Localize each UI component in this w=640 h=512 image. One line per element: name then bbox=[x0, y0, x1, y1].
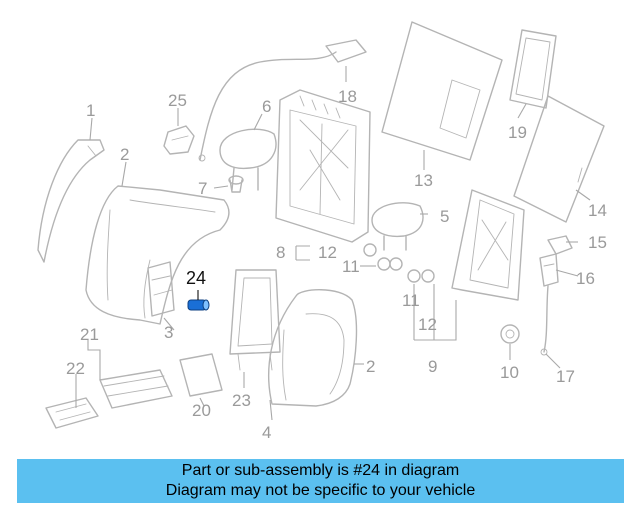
callout-2-right: 2 bbox=[366, 357, 375, 376]
leader-lines bbox=[75, 66, 591, 421]
part-3-bracket bbox=[147, 261, 175, 317]
part-1-side-trim bbox=[37, 139, 105, 263]
callout-4: 4 bbox=[262, 423, 271, 442]
callout-8: 8 bbox=[276, 243, 285, 262]
callout-numbers: 1 2 3 4 5 6 7 8 9 10 11 12 13 14 15 16 1… bbox=[66, 87, 607, 442]
part-10-grommet bbox=[500, 324, 520, 344]
callout-21: 21 bbox=[80, 325, 99, 344]
part-14-panel bbox=[513, 95, 605, 223]
callout-9: 9 bbox=[428, 357, 437, 376]
part-16-latch bbox=[539, 253, 559, 287]
callout-1: 1 bbox=[86, 101, 95, 120]
part-11-12-fasteners bbox=[363, 243, 435, 283]
callout-10: 10 bbox=[500, 363, 519, 382]
callout-20: 20 bbox=[192, 401, 211, 420]
part-5-headrest bbox=[371, 202, 424, 251]
part-6-headrest bbox=[219, 128, 277, 191]
callout-12-left: 12 bbox=[318, 243, 337, 262]
part-2-right-cushion bbox=[268, 289, 358, 407]
part-21-box bbox=[99, 369, 173, 409]
parts-diagram: 1 2 3 4 5 6 7 8 9 10 11 12 13 14 15 16 1… bbox=[37, 21, 607, 442]
seat-frame bbox=[275, 89, 371, 243]
part-25-clip bbox=[163, 125, 195, 155]
part-15-clip bbox=[547, 235, 573, 255]
banner-line-1: Part or sub-assembly is #24 in diagram bbox=[181, 462, 460, 479]
callout-3: 3 bbox=[164, 323, 173, 342]
callout-16: 16 bbox=[576, 269, 595, 288]
callout-13: 13 bbox=[414, 171, 433, 190]
callout-17: 17 bbox=[556, 367, 575, 386]
part-2-left-cushion bbox=[85, 185, 230, 325]
part-20-strip bbox=[179, 353, 223, 397]
callout-6: 6 bbox=[262, 97, 271, 116]
part-24-highlighted bbox=[187, 290, 210, 311]
callout-24-highlight: 24 bbox=[186, 268, 206, 288]
part-17-cable bbox=[540, 285, 549, 356]
callout-25: 25 bbox=[168, 91, 187, 110]
callout-11-left: 11 bbox=[342, 257, 360, 276]
callout-5: 5 bbox=[440, 207, 449, 226]
callout-12-right: 12 bbox=[418, 315, 437, 334]
callout-22: 22 bbox=[66, 359, 85, 378]
callout-11-right: 11 bbox=[402, 291, 420, 310]
callout-23: 23 bbox=[232, 391, 251, 410]
part-7-guide bbox=[228, 175, 244, 193]
part-23-frame bbox=[229, 269, 281, 371]
callout-14: 14 bbox=[588, 201, 607, 220]
callout-19: 19 bbox=[508, 123, 527, 142]
info-banner: Part or sub-assembly is #24 in diagram D… bbox=[17, 459, 624, 503]
part-22-base bbox=[45, 397, 99, 429]
part-13-panel bbox=[381, 21, 503, 161]
banner-line-2: Diagram may not be specific to your vehi… bbox=[165, 482, 476, 499]
callout-2-left: 2 bbox=[120, 145, 129, 164]
callout-18: 18 bbox=[338, 87, 357, 106]
callout-15: 15 bbox=[588, 233, 607, 252]
right-seat-frame bbox=[451, 189, 525, 301]
part-18-cable bbox=[198, 39, 367, 162]
part-19-frame bbox=[509, 29, 557, 109]
callout-7: 7 bbox=[198, 179, 207, 198]
